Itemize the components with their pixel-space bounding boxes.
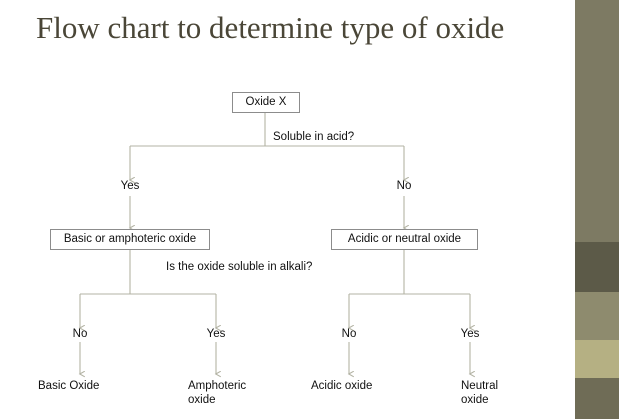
- node-basic-or-amphoteric-oxide: Basic or amphoteric oxide: [50, 229, 210, 250]
- label-branch-yes-2b: Yes: [206, 328, 226, 340]
- page-title: Flow chart to determine type of oxide: [36, 10, 505, 45]
- leaf-amphoteric-oxide: Amphoteric oxide: [188, 380, 247, 406]
- leaf-neutral-oxide: Neutral oxide: [461, 380, 499, 406]
- node-oxide-x: Oxide X: [232, 92, 300, 113]
- rail-segment-1: [575, 0, 619, 242]
- flow-chart: Oxide X Soluble in acid? Yes No Basic or…: [0, 88, 575, 419]
- label-question-1: Soluble in acid?: [273, 131, 355, 143]
- node-acidic-or-neutral-oxide: Acidic or neutral oxide: [331, 229, 478, 250]
- label-branch-yes-2d: Yes: [460, 328, 480, 340]
- flow-connectors: [0, 112, 575, 419]
- rail-segment-4: [575, 340, 619, 378]
- label-branch-no-2c: No: [341, 328, 357, 340]
- label-branch-yes-1: Yes: [120, 180, 140, 192]
- rail-segment-5: [575, 378, 619, 419]
- label-branch-no-1: No: [396, 180, 412, 192]
- rail-segment-3: [575, 292, 619, 340]
- right-color-rail: [575, 0, 619, 419]
- leaf-acidic-oxide: Acidic oxide: [311, 380, 373, 392]
- leaf-basic-oxide: Basic Oxide: [38, 380, 100, 392]
- label-question-2: Is the oxide soluble in alkali?: [166, 261, 313, 273]
- rail-segment-2: [575, 242, 619, 292]
- left-strip: [0, 0, 5, 419]
- label-branch-no-2a: No: [72, 328, 88, 340]
